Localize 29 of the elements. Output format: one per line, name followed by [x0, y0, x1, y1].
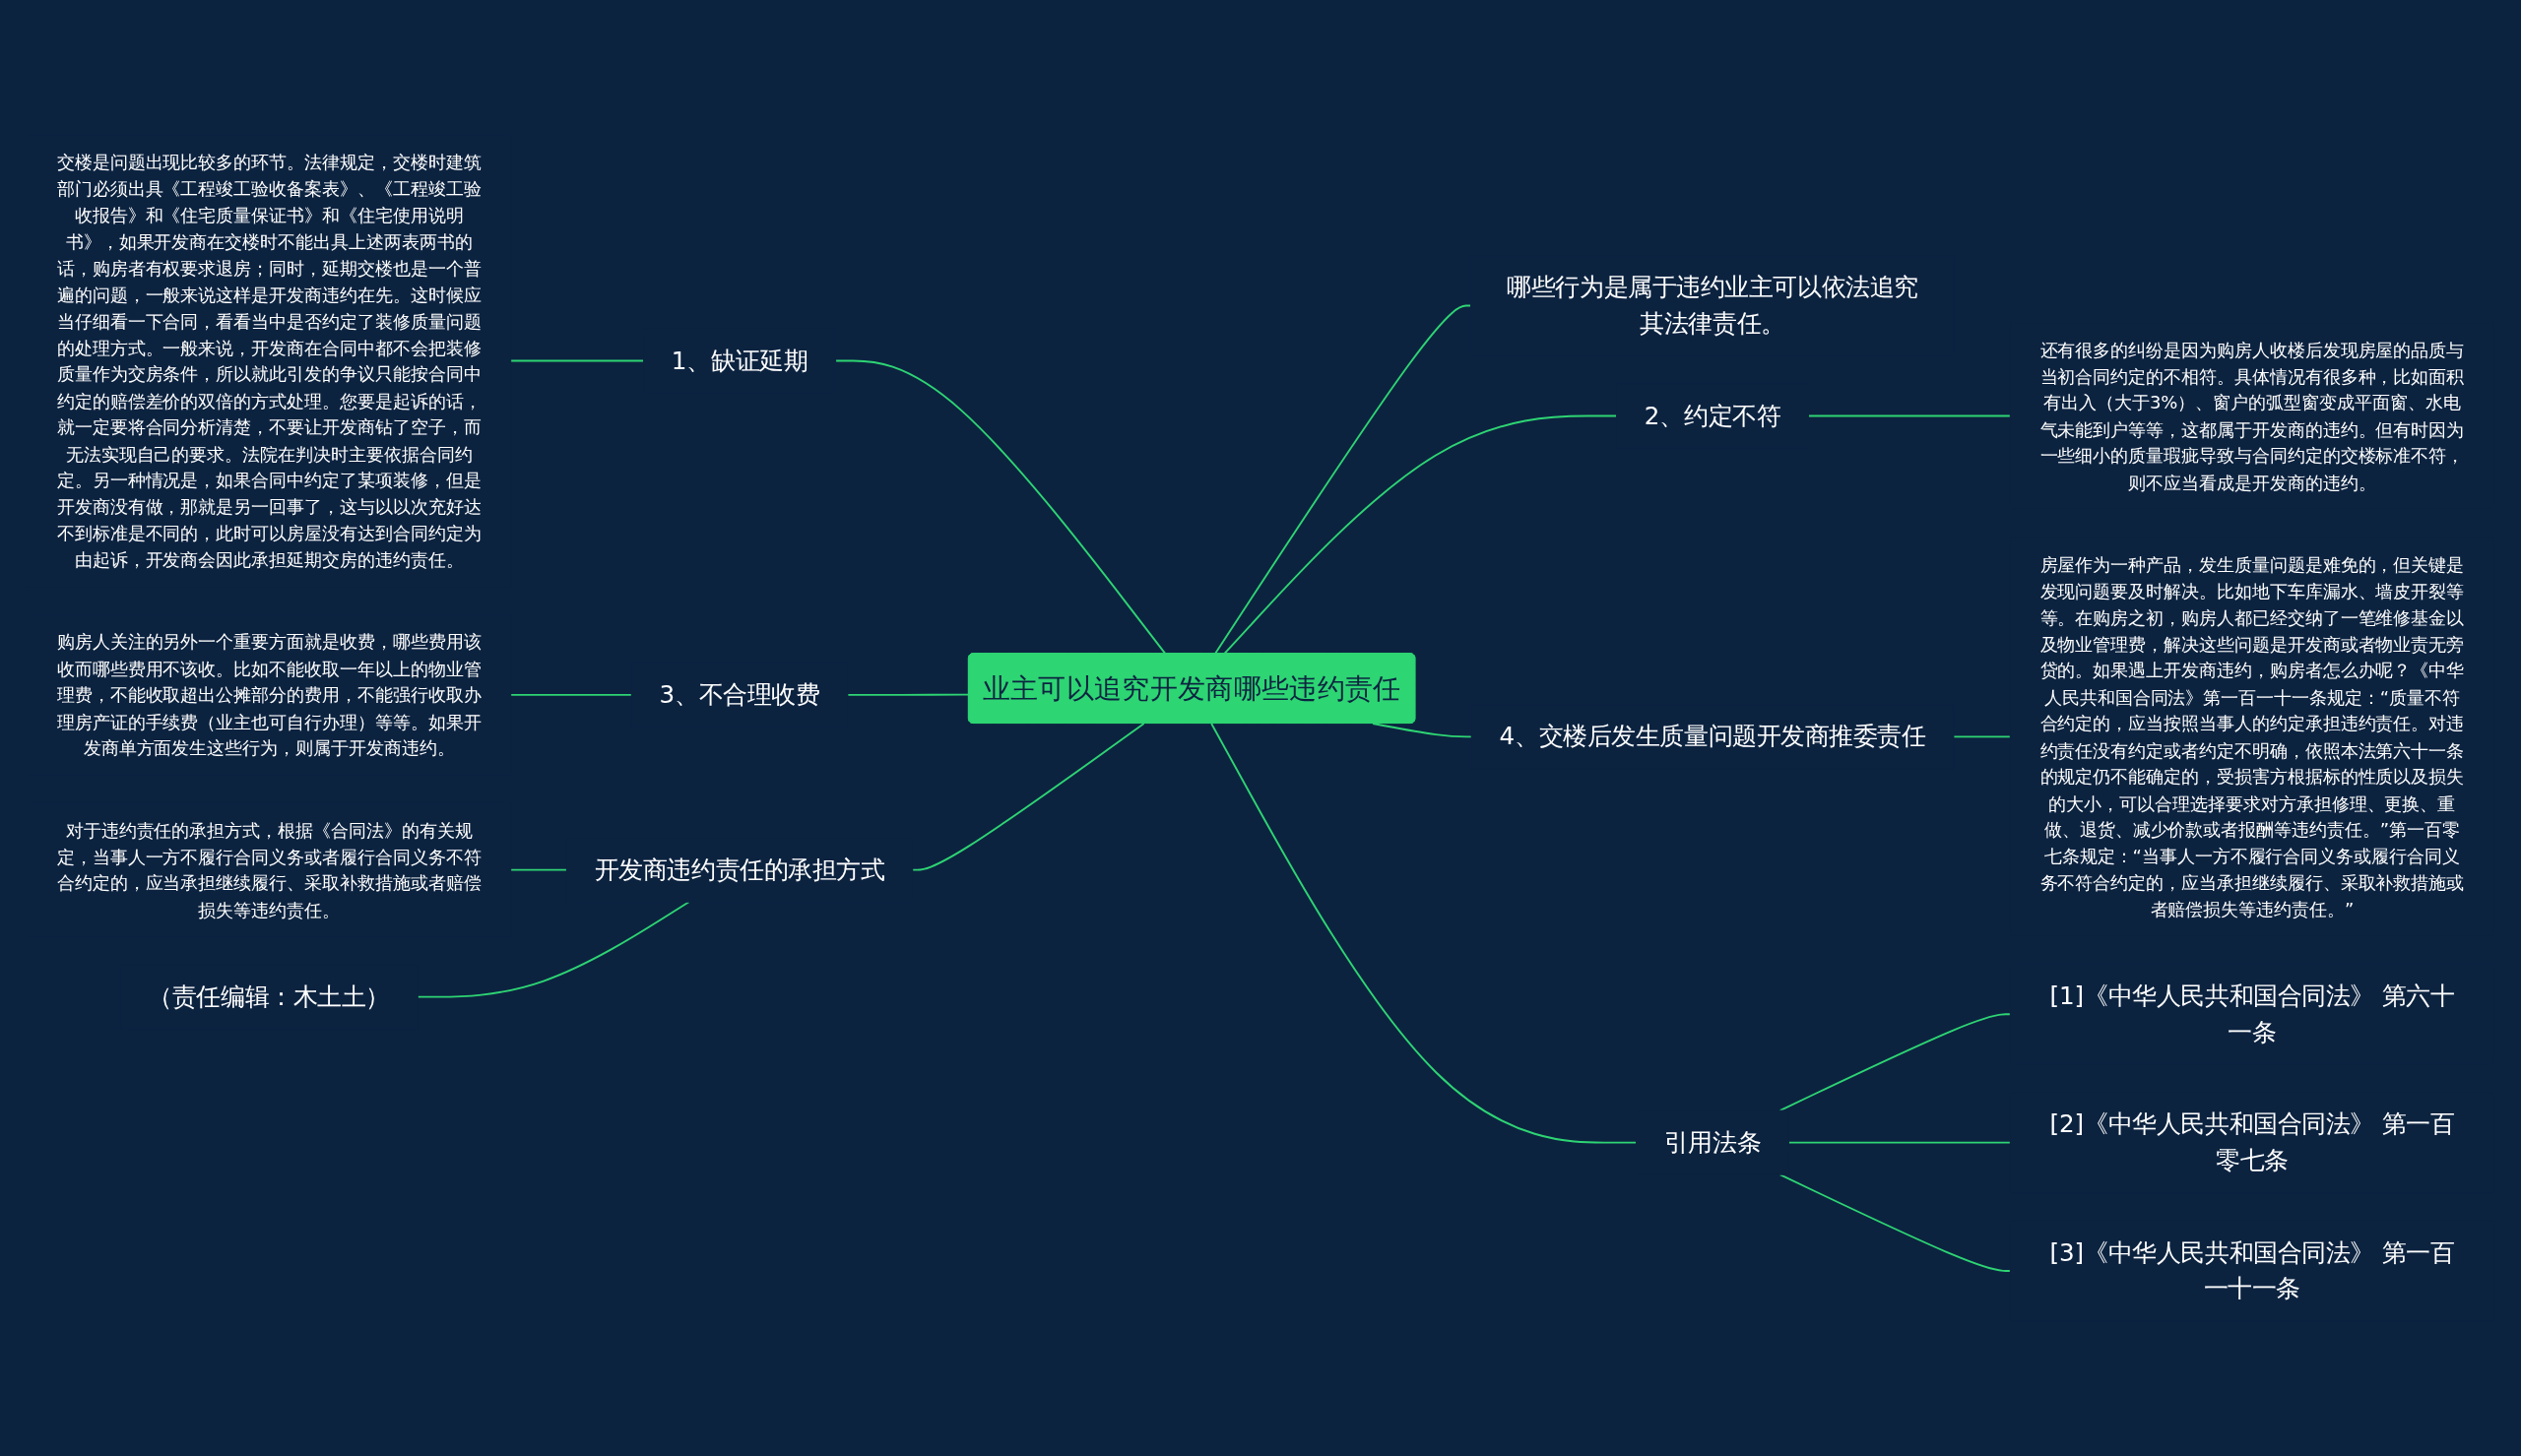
node-text: 1、缺证延期	[671, 346, 808, 375]
connector	[417, 901, 690, 998]
node-text: 3、不合理收费	[659, 680, 820, 709]
connector	[1953, 735, 2012, 738]
node-text: 引用法条	[1663, 1128, 1762, 1157]
node-text: 哪些行为是属于违约业主可以依法追究其法律责任。	[1507, 273, 1918, 338]
node-text: （责任编辑：木土土）	[148, 981, 390, 1011]
node-text: 还有很多的纠纷是因为购房人收楼后发现房屋的品质与当初合同约定的不相符。具体情况有很多种，比如面积有出入（大于3%）、窗户的弧型窗变成平面窗、水电气未能到户等等，这都属于开发商的违约。但有时因为一些细小的质量瑕疵导致与合同约定的交楼标准不符，则不应当看成是开发商的违约。	[2039, 339, 2465, 492]
node-text: 2、约定不符	[1644, 401, 1781, 430]
connector	[846, 693, 970, 696]
connector	[1372, 723, 1473, 738]
connector	[1807, 414, 2012, 417]
node-text: 交楼是问题出现比较多的环节。法律规定，交楼时建筑部门必须出具《工程竣工验收备案表》、《工程竣工验收报告》和《住宅质量保证书》和《住宅使用说明书》，如果开发商在交楼时不能出具上述两表两书的话，购房者有权要求退房；同时，延期交楼也是一个普遍的问题，一般来说这样是开发商违约在先。这时候应当仔细看一下合同，看看当中是否约定了装修质量问题的处理方式。一般来说，开发商在合同中都不会把装修质量作为交房条件，所以就此引发的争议只能按合同中约定的赔偿差价的双倍的方式处理。您要是起诉的话，就一定要将合同分析清楚，不要让开发商钻了空子，而无法实现自己的要求。法院在判决时主要依据合同约定。另一种情况是，如果合同中约定了某项装修，但是开发商没有做，那就是另一回事了，这与以以次充好达不到标准是不同的，此时可以房屋没有达到合同约定为由起诉，开发商会因此承担延期交房的违约责任。	[56, 152, 482, 570]
node-text: 房屋作为一种产品，发生质量问题是难免的，但关键是发现问题要及时解决。比如地下车库漏水、墙皮开裂等等。在购房之初，购房人都已经交纳了一笔维修基金以及物业管理费，解决这些问题是开发商或者物业责无旁贷的。如果遇上开发商违约，购房者怎么办呢？《中华人民共和国合同法》第一百一十一条规定：“质量不符合约定的，应当按照当事人的约定承担违约责任。对违约责任没有约定或者约定不明确，依照本法第六十一条的规定仍不能确定的，受损害方根据标的性质以及损失的大小，可以合理选择要求对方承担修理、更换、重做、退货、减少价款或者报酬等违约责任。”第一百零七条规定：“当事人一方不履行合同义务或履行合同义务不符合约定的，应当承担继续履行、采取补救措施或者赔偿损失等违约责任。”	[2039, 553, 2465, 919]
node-text: [3]《中华人民共和国合同法》 第一百一十一条	[2049, 1237, 2455, 1303]
connector	[509, 868, 568, 871]
node-text: 开发商违约责任的承担方式	[594, 855, 885, 884]
node-text: [1]《中华人民共和国合同法》 第六十一条	[2049, 981, 2455, 1046]
connector	[1210, 723, 1638, 1144]
connector	[509, 693, 633, 696]
connector	[1778, 1013, 2012, 1111]
node-text: 4、交楼后发生质量问题开发商推委责任	[1499, 722, 1926, 751]
node-text: 对于违约责任的承担方式，根据《合同法》的有关规定，当事人一方不履行合同义务或者履行合同义务不符合约定的，应当承担继续履行、采取补救措施或者赔偿损失等违约责任。	[56, 819, 482, 920]
node-text: 购房人关注的另外一个重要方面就是收费，哪些费用该收而哪些费用不该收。比如不能收取一年以上的物业管理费，不能收取超出公摊部分的费用，不能强行收取办理房产证的手续费（业主也可自行办理）等等。如果开发商单方面发生这些行为，则属于开发商违约。	[56, 631, 482, 758]
node-text: [2]《中华人民共和国合同法》 第一百零七条	[2049, 1109, 2455, 1174]
connector	[509, 359, 645, 362]
connector	[1787, 1141, 2012, 1144]
connector	[911, 723, 1145, 871]
connector	[1778, 1173, 2012, 1272]
